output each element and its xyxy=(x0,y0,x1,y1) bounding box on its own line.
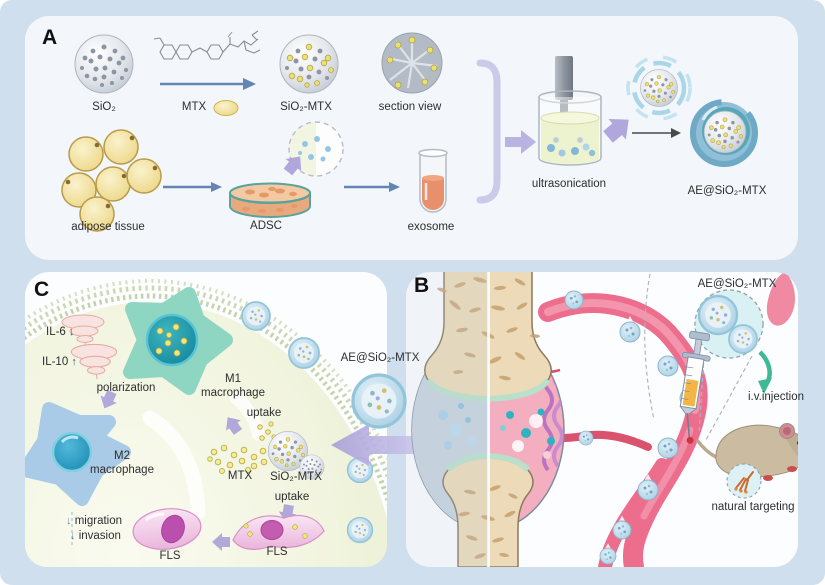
label-product-a: AE@SiO₂-MTX xyxy=(687,185,767,197)
invasion-label: ↓ invasion xyxy=(70,530,121,544)
label-sio2-mtx: SiO₂-MTX xyxy=(280,101,332,113)
label-ultrasonication: ultrasonication xyxy=(531,178,607,190)
migration-label: ↓ migration xyxy=(66,515,122,529)
m1-type-text: macrophage xyxy=(201,386,265,399)
m1-text: M1 xyxy=(225,373,241,385)
label-m2-macrophage: M2 macrophage xyxy=(77,450,167,478)
panel-a-letter: A xyxy=(42,26,58,49)
label-uptake-top: uptake xyxy=(246,407,282,419)
label-section-view: section view xyxy=(378,101,442,113)
down-arrow-icon: ↓ xyxy=(69,326,75,338)
invasion-text: invasion xyxy=(78,530,121,542)
label-product-c: AE@SiO₂-MTX xyxy=(340,352,420,364)
label-adsc: ADSC xyxy=(250,220,282,232)
il6-label: IL-6 ↓ xyxy=(46,326,75,340)
label-sio2-mtx-c: SiO₂-MTX xyxy=(270,471,322,483)
migration-text: migration xyxy=(74,515,123,527)
label-product-b: AE@SiO₂-MTX xyxy=(697,278,777,290)
label-polarization: polarization xyxy=(96,382,156,394)
m2-text: M2 xyxy=(114,450,130,462)
il10-label: IL-10 ↑ xyxy=(42,356,77,370)
up-arrow-icon: ↑ xyxy=(71,356,77,368)
label-natural-targeting: natural targeting xyxy=(711,501,795,513)
panel-b-letter: B xyxy=(414,274,430,297)
label-fls-right: FLS xyxy=(266,546,288,558)
panel-b xyxy=(406,272,798,567)
down-arrow-icon: ↓ xyxy=(70,530,76,542)
panel-c-letter: C xyxy=(34,278,50,301)
label-exosome: exosome xyxy=(407,221,455,233)
label-sio2: SiO₂ xyxy=(92,101,116,113)
il6-text: IL-6 xyxy=(46,326,66,338)
down-arrow-icon: ↓ xyxy=(66,515,72,527)
m2-type-text: macrophage xyxy=(90,463,154,476)
label-mtx-c: MTX xyxy=(227,470,253,482)
label-uptake-bottom: uptake xyxy=(274,491,310,503)
label-m1-macrophage: M1 macrophage xyxy=(188,373,278,401)
label-mtx: MTX xyxy=(181,101,207,113)
label-adipose-tissue: adipose tissue xyxy=(71,221,145,233)
label-iv-injection: i.v.injection xyxy=(747,391,805,403)
label-fls-left: FLS xyxy=(159,550,181,562)
il10-text: IL-10 xyxy=(42,356,69,368)
